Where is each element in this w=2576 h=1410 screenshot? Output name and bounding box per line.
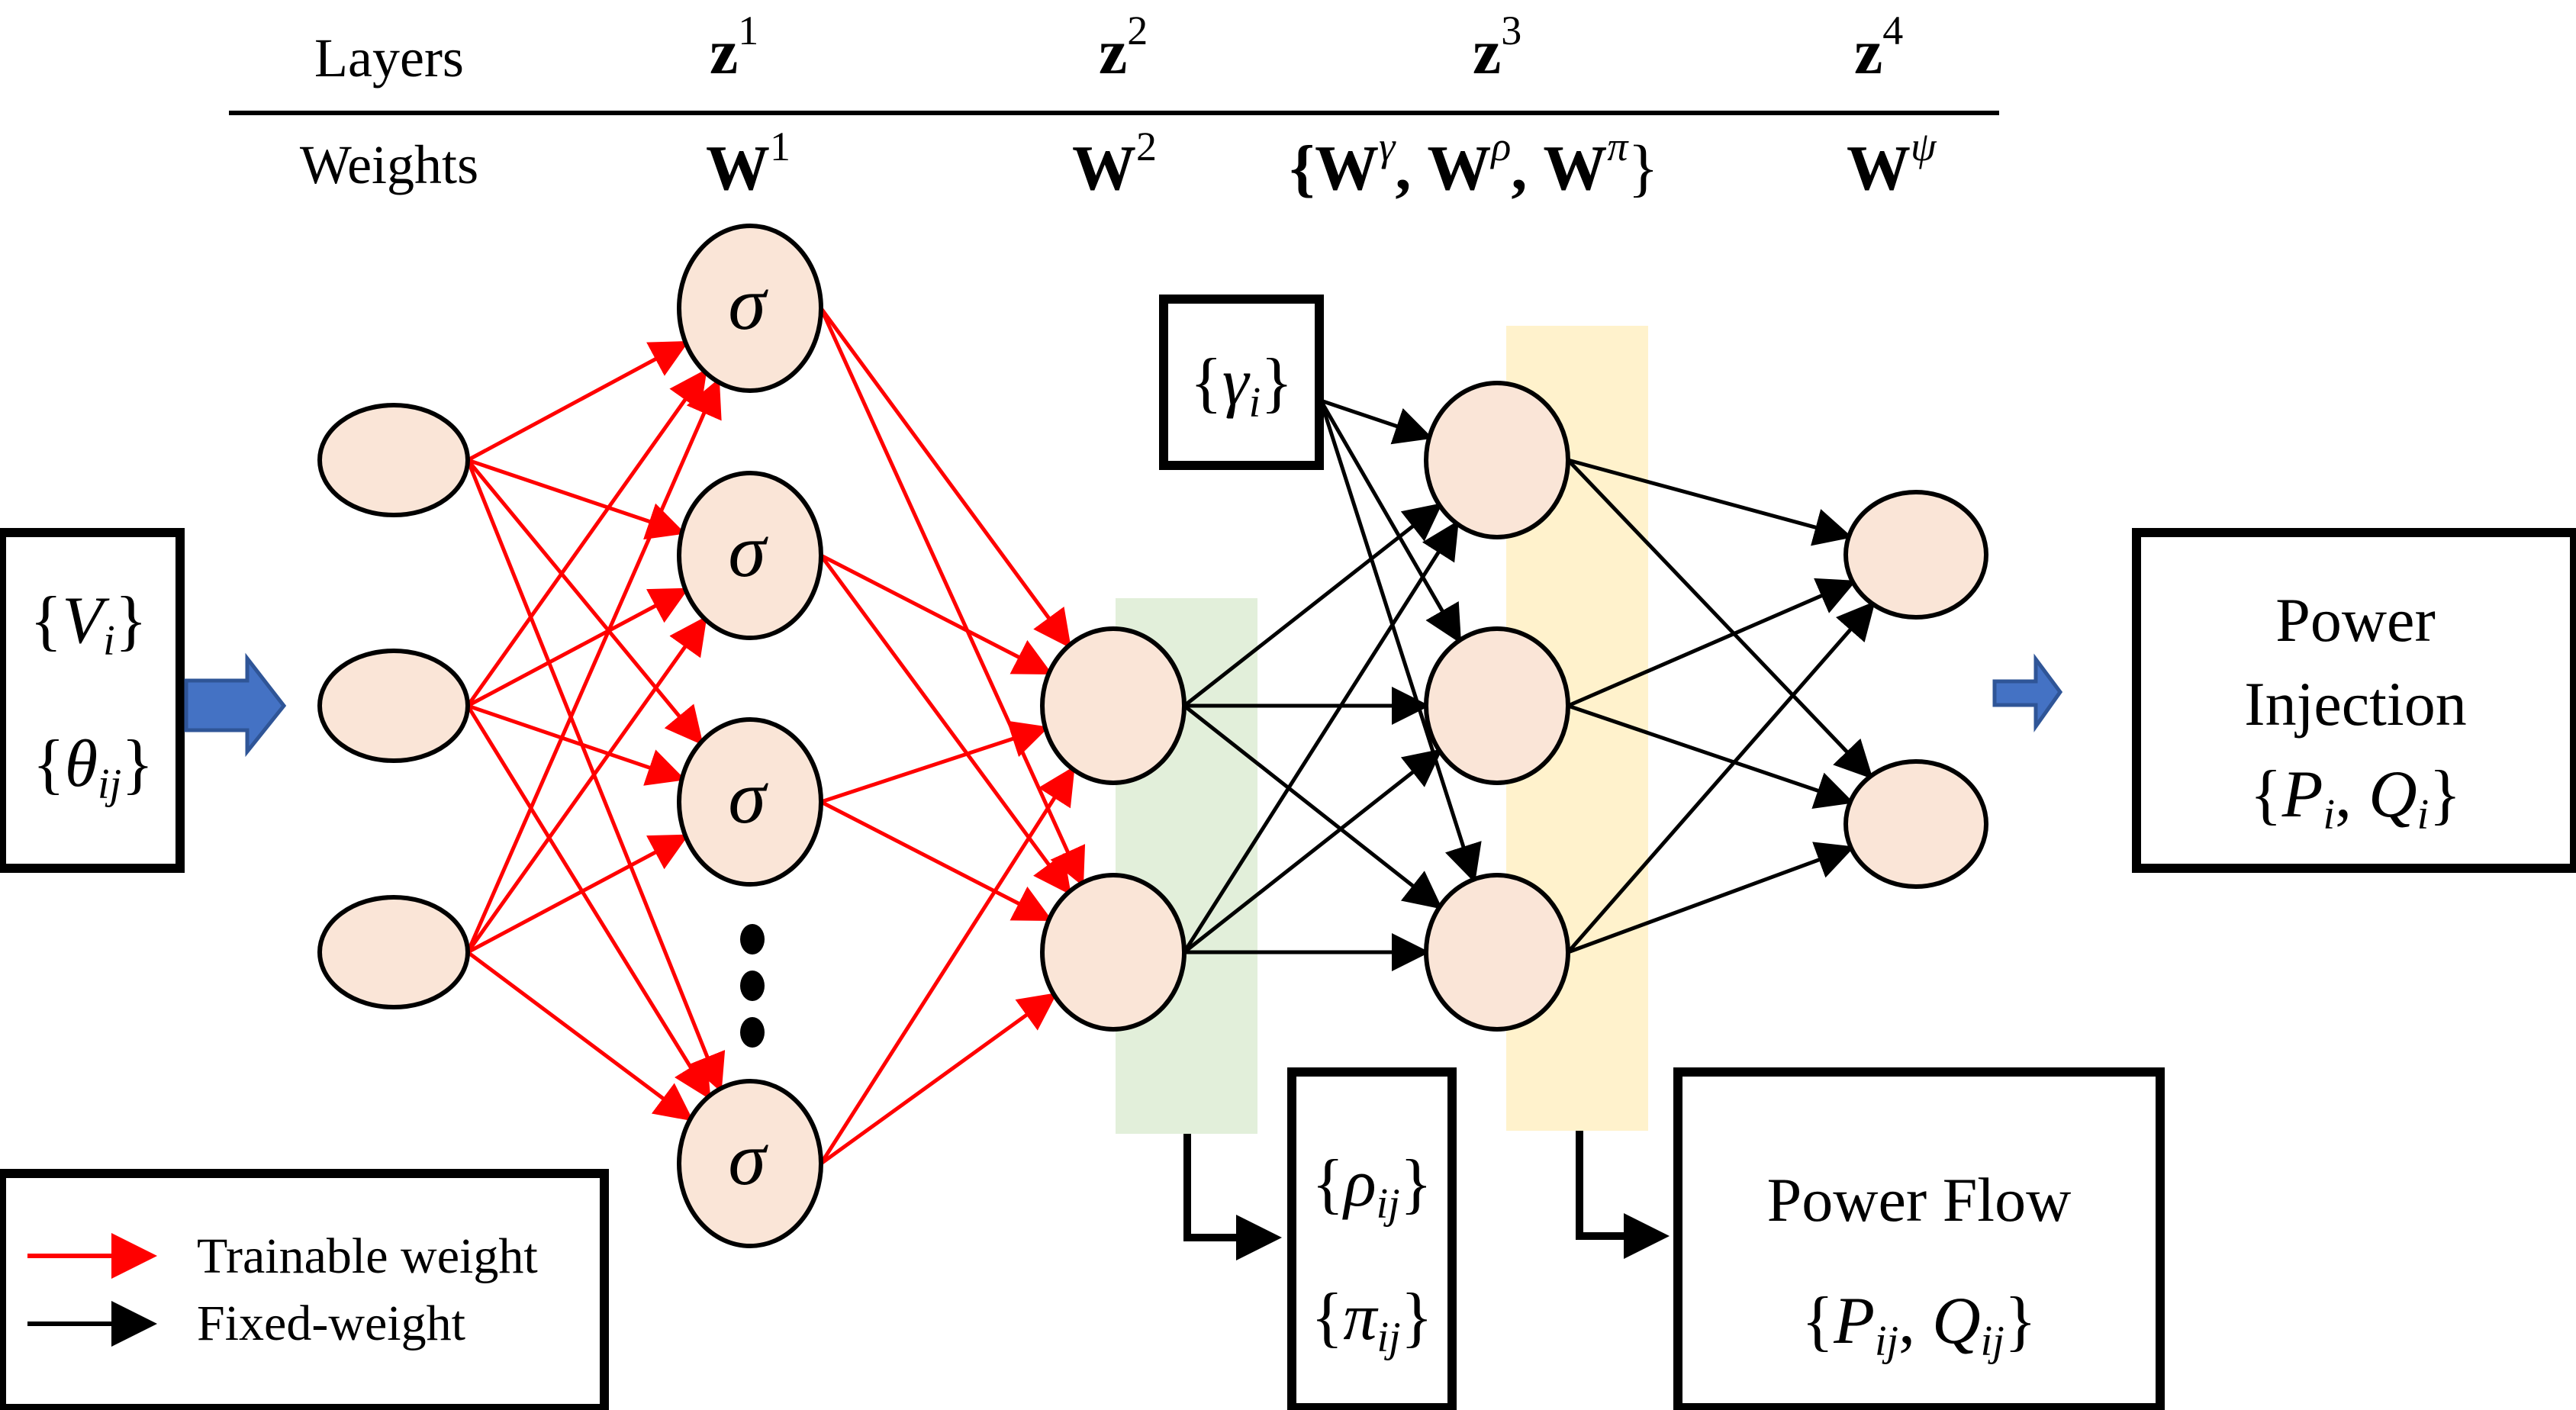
power-injection-box: Power Injection {Pi, Qi} (2132, 528, 2576, 873)
trainable-edge (466, 834, 689, 954)
output-arrow-icon (1992, 653, 2063, 732)
trainable-edge (466, 950, 694, 1122)
legend-trainable-label: Trainable weight (197, 1228, 538, 1284)
fixed-edge (1567, 459, 1873, 780)
input-node (317, 895, 470, 1009)
power-flow-title: Power Flow (1767, 1165, 2072, 1235)
input-angle-label: {θij} (33, 727, 154, 808)
fixed-edge (1567, 842, 1855, 954)
trainable-edge (820, 720, 1049, 804)
weight-w2: W2 (1072, 124, 1157, 204)
trainable-edge (819, 307, 1071, 649)
ellipsis-dot (740, 971, 765, 1001)
trainable-edge (466, 341, 690, 462)
sigma-node (677, 471, 823, 640)
layer-z4: z4 (1854, 8, 1903, 88)
fixed-edge (1567, 703, 1854, 809)
trainable-edge (465, 616, 707, 954)
weight-w3-set: {Wγ, Wρ, Wπ} (1290, 124, 1659, 204)
gamma-box: {γi} (1159, 295, 1324, 470)
rho-label: {ρij} (1312, 1147, 1432, 1228)
legend-fixed-label: Fixed-weight (197, 1296, 465, 1351)
trainable-edge (819, 800, 1053, 922)
trainable-edge (465, 369, 707, 707)
gamma-fixed-edge (1320, 398, 1433, 445)
trainable-edge (465, 378, 722, 954)
sigma-activation-label: σ (728, 261, 768, 346)
gamma-box-frame (1159, 295, 1324, 470)
fixed-edge (1567, 600, 1876, 954)
z2-to-rho-pi-connector (1183, 1134, 1282, 1260)
z3-node (1424, 873, 1570, 1032)
trainable-edge (819, 993, 1058, 1166)
layer-z3: z3 (1473, 8, 1521, 88)
power-injection-title-line2: Injection (2244, 669, 2466, 739)
power-injection-box-frame (2132, 528, 2576, 873)
input-arrow-icon (184, 652, 287, 758)
sigma-node (677, 224, 823, 393)
trainable-edge (819, 553, 1053, 675)
ellipsis-dot (740, 1017, 765, 1048)
trainable-edges (465, 307, 1086, 1166)
input-box: {Vi} {θij} (0, 528, 185, 873)
gamma-fixed-edge (1319, 400, 1482, 884)
network-nodes: σ σ σ σ (317, 224, 1988, 1248)
layer-z1: z1 (710, 8, 758, 88)
input-box-frame (0, 528, 185, 873)
fixed-edge (1183, 704, 1443, 909)
gamma-label: {γi} (1190, 346, 1293, 427)
fixed-edge (1182, 520, 1459, 954)
power-injection-formula: {Pi, Qi} (2250, 758, 2462, 839)
sigma-activation-label: σ (728, 755, 768, 839)
rho-pi-box-frame (1287, 1067, 1457, 1410)
trainable-edge (819, 765, 1075, 1165)
trainable-edge (466, 588, 689, 708)
trainable-edge (467, 458, 686, 540)
power-injection-title-line1: Power (2275, 585, 2436, 655)
fixed-edge (1567, 578, 1856, 708)
layers-row-label: Layers (314, 27, 464, 89)
hidden-layer-ellipsis (740, 924, 765, 1048)
layer-z2: z2 (1099, 8, 1148, 88)
header-table: Layers Weights z1 z2 z3 z4 W1 W2 {Wγ, Wρ… (229, 8, 1999, 204)
trainable-edge (465, 704, 711, 1100)
sigma-activation-label: σ (728, 1116, 768, 1201)
z2-node (1040, 626, 1187, 785)
sigma-activation-label: σ (728, 508, 768, 593)
fixed-edges (1182, 398, 1876, 971)
fixed-edge (1183, 503, 1443, 707)
z4-node (1843, 759, 1988, 889)
z2-node (1040, 873, 1187, 1032)
sigma-node (677, 717, 823, 887)
sigma-node (677, 1079, 823, 1248)
trainable-edge (819, 554, 1071, 896)
power-flow-box: Power Flow {Pij, Qij} (1673, 1067, 2165, 1410)
power-flow-formula: {Pij, Qij} (1802, 1284, 2037, 1365)
fixed-edge (1183, 748, 1443, 954)
trainable-edge (467, 703, 686, 786)
trainable-edge (819, 307, 1086, 887)
power-flow-box-frame (1673, 1067, 2165, 1410)
fixed-edge (1567, 458, 1853, 546)
legend: Trainable weight Fixed-weight (0, 1169, 609, 1410)
weight-wpsi: Wψ (1847, 124, 1937, 204)
z3-node (1424, 381, 1570, 539)
weights-row-label: Weights (300, 134, 478, 195)
input-node (317, 403, 470, 517)
z3-to-power-flow-connector (1576, 1131, 1670, 1259)
weight-w1: W1 (706, 124, 791, 204)
ellipsis-dot (740, 924, 765, 954)
trainable-edge (466, 459, 704, 745)
input-node (317, 649, 470, 763)
gamma-fixed-edge (1319, 399, 1462, 644)
rho-pi-box: {ρij} {πij} (1287, 1067, 1457, 1410)
z3-node (1424, 626, 1570, 785)
z4-node (1843, 490, 1988, 620)
pi-label: {πij} (1311, 1280, 1433, 1361)
input-voltage-label: {Vi} (30, 584, 147, 665)
legend-frame (0, 1169, 609, 1410)
